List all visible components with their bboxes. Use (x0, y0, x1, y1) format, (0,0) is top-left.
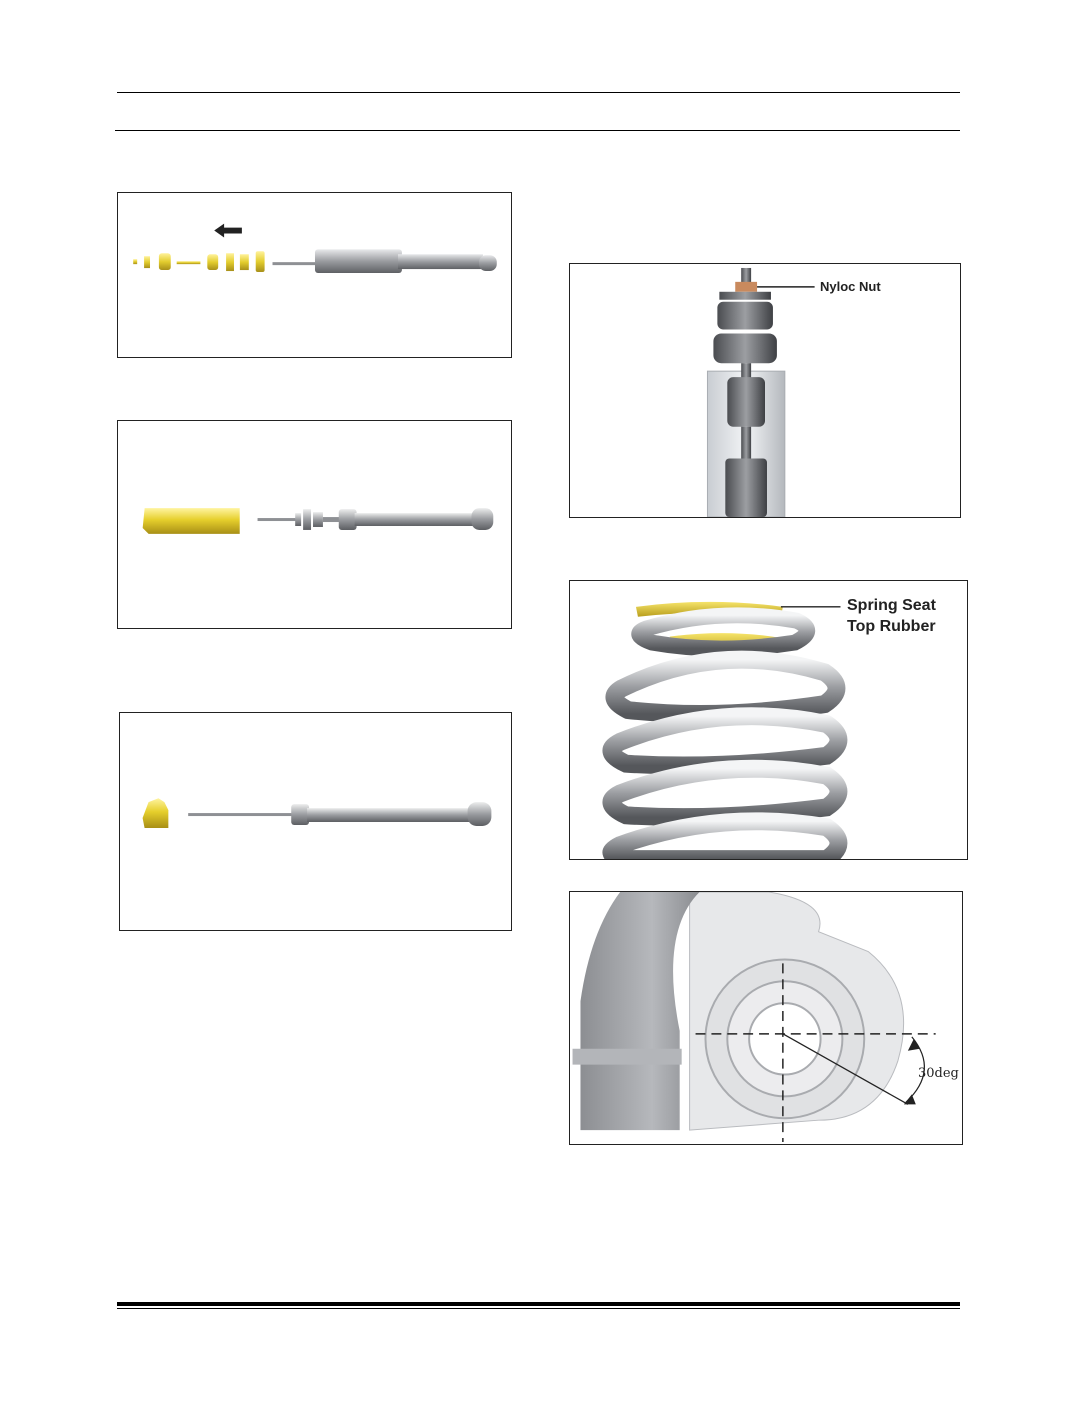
figure-shock-exploded (117, 192, 512, 358)
spring-seat-callout-line2: Top Rubber (847, 618, 936, 635)
shock-sleeve-illustration (142, 508, 494, 534)
header-rule-bottom (115, 130, 960, 131)
header-rule-top (117, 92, 960, 93)
shock-exploded-illustration (133, 223, 497, 274)
shock-bumpstop-illustration (142, 798, 492, 828)
arrow-left-icon (214, 223, 242, 238)
figure-spring-seat: Spring Seat Top Rubber (569, 580, 968, 860)
angle-arrow-icon (907, 1038, 920, 1051)
angle-arrow-icon-lower (903, 1094, 916, 1105)
nyloc-nut-callout: Nyloc Nut (820, 279, 881, 294)
spring-seat-callout-line1: Spring Seat (847, 597, 936, 614)
coil-spring-illustration (602, 601, 848, 859)
nyloc-nut-illustration (706, 267, 815, 517)
footer-rule-thick (117, 1302, 960, 1306)
footer-rule-thin (117, 1308, 960, 1309)
figure-bracket-angle: 30deg (569, 891, 963, 1145)
figure-shock-sleeve (117, 420, 512, 629)
figure-shock-bumpstop (119, 712, 512, 931)
figure-nyloc-nut: Nyloc Nut (569, 263, 961, 518)
angle-label: 30deg (918, 1066, 959, 1081)
bracket-angle-illustration (572, 892, 936, 1143)
